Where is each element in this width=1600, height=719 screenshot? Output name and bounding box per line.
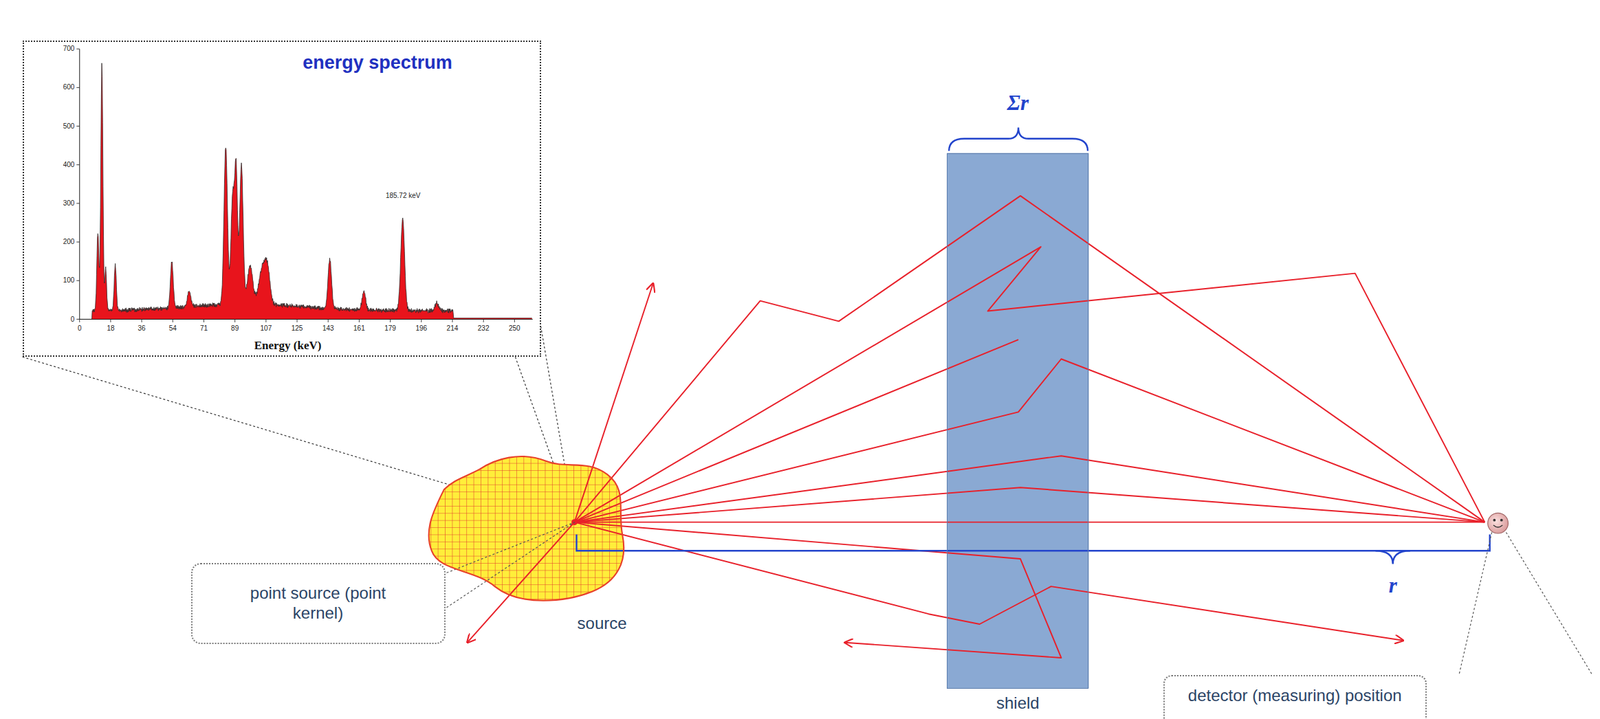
y-tick — [76, 87, 80, 89]
peak-label: 185.72 keV — [385, 191, 421, 201]
y-tick — [76, 202, 80, 204]
y-tick-label: 100 — [63, 277, 75, 286]
x-tick — [358, 319, 360, 322]
x-tick — [451, 319, 453, 322]
photon-rays — [467, 195, 1486, 659]
shield-fill — [946, 153, 1089, 689]
thickness-brace — [948, 127, 1088, 151]
x-tick-label: 232 — [477, 324, 490, 333]
y-tick — [76, 164, 80, 166]
x-tick-label: 125 — [291, 324, 304, 333]
x-tick — [203, 319, 205, 322]
chart-title: energy spectrum — [302, 50, 453, 73]
x-tick-label: 89 — [231, 324, 239, 333]
y-tick-label: 400 — [63, 160, 75, 170]
x-tick-label: 54 — [169, 324, 177, 333]
x-tick — [172, 319, 174, 322]
detector-face — [1487, 512, 1509, 534]
y-tick-label: 300 — [63, 199, 75, 208]
source-label: source — [577, 613, 628, 634]
source-outline-path — [428, 456, 624, 601]
axis-ticks — [76, 48, 515, 323]
x-tick — [265, 319, 267, 322]
x-tick-label: 18 — [106, 324, 115, 333]
x-tick-label: 196 — [415, 324, 427, 333]
x-tick-label: 161 — [353, 324, 366, 333]
y-tick — [76, 242, 80, 243]
source-fill — [428, 456, 624, 601]
x-tick — [79, 319, 80, 322]
y-tick — [76, 48, 80, 50]
y-tick — [76, 319, 80, 320]
y-tick-label: 200 — [63, 237, 75, 247]
x-tick-label: 36 — [138, 324, 146, 333]
chart-axes — [79, 48, 533, 320]
x-tick — [234, 319, 236, 322]
y-tick-label: 600 — [63, 83, 75, 93]
y-tick-label: 0 — [70, 315, 75, 324]
point-kernel — [571, 519, 578, 526]
detector-leader — [1459, 532, 1592, 674]
x-tick-label: 250 — [508, 324, 521, 333]
spectrum-inset: energy spectrum — [22, 40, 542, 357]
x-tick — [420, 319, 422, 322]
distance-symbol: r — [1388, 573, 1398, 599]
x-tick-label: 143 — [322, 324, 335, 333]
shield-slab: shield — [946, 153, 1089, 689]
spectrum-fill — [79, 63, 533, 320]
x-tick-label: 214 — [446, 324, 459, 333]
x-tick — [297, 319, 298, 322]
x-tick — [327, 319, 329, 322]
thickness-symbol: Σr — [1007, 90, 1029, 116]
axis-title: Energy (keV) — [254, 338, 322, 353]
spectrum-line — [79, 63, 533, 320]
y-tick-label: 500 — [63, 122, 75, 131]
distance-line — [576, 534, 1490, 551]
shield-label: shield — [996, 693, 1040, 714]
plot-area — [79, 48, 533, 320]
callout-text: detector (measuring) position — [1188, 686, 1402, 707]
y-tick-label: 700 — [63, 44, 75, 53]
y-tick — [76, 280, 80, 282]
x-tick-label: 71 — [200, 324, 208, 333]
distance-brace — [1375, 550, 1411, 564]
x-tick — [514, 319, 515, 322]
x-tick — [110, 319, 111, 322]
x-tick-label: 107 — [260, 324, 273, 333]
x-tick-label: 179 — [384, 324, 397, 333]
callout-text: point source (point kernel) — [232, 583, 405, 624]
y-tick — [76, 125, 80, 127]
x-tick-label: 0 — [77, 324, 82, 333]
callout-box: detector (measuring) position — [1163, 675, 1427, 719]
x-tick — [483, 319, 485, 322]
callout-leader — [446, 522, 575, 573]
source-outline — [423, 448, 628, 608]
source-region: source — [423, 448, 628, 608]
x-tick — [389, 319, 391, 322]
x-tick — [141, 319, 143, 322]
callout-box: point source (point kernel) — [191, 563, 446, 645]
